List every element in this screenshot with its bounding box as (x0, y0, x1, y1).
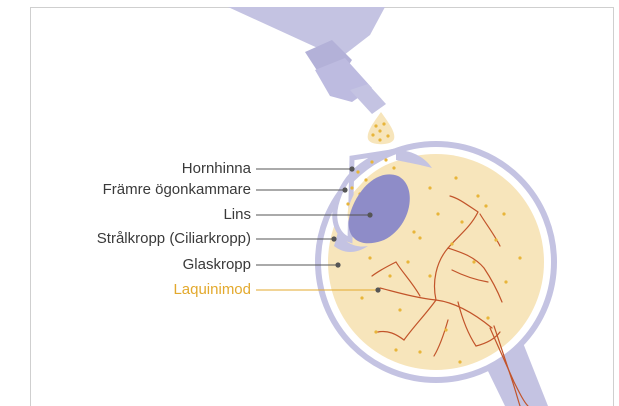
label-stralkropp: Strålkropp (Ciliarkropp) (97, 230, 251, 248)
eye-drop-bottle (228, 7, 386, 114)
label-lins: Lins (223, 206, 251, 224)
label-framre-ogonkammare: Främre ögonkammare (103, 181, 251, 199)
eye-drop-droplet (368, 112, 395, 144)
label-hornhinna: Hornhinna (182, 160, 251, 178)
label-glaskropp: Glaskropp (183, 256, 251, 274)
label-laquinimod: Laquinimod (173, 281, 251, 299)
